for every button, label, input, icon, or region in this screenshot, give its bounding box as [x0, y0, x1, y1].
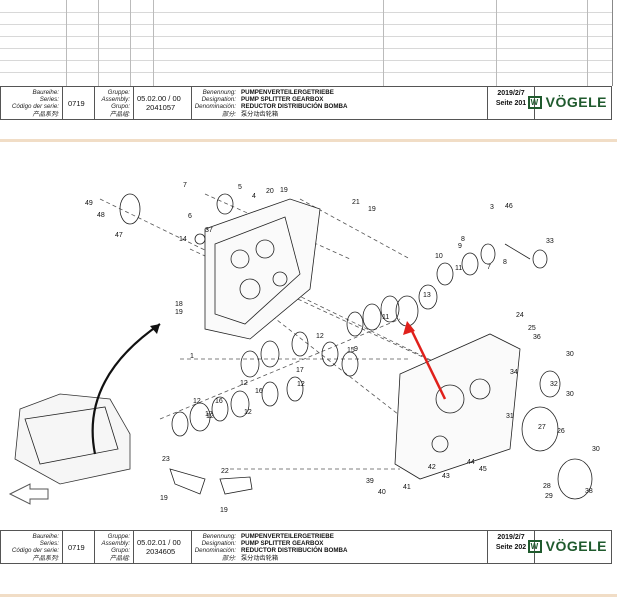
callout-number: 13 — [423, 292, 431, 299]
callout-number: 3 — [490, 204, 494, 211]
callout-number: 19 — [220, 507, 228, 514]
callout-number: 20 — [266, 188, 274, 195]
callout-number: 9 — [354, 346, 358, 353]
callout-number: 47 — [115, 232, 123, 239]
series-value: 0719 — [68, 543, 85, 552]
callout-number: 10 — [435, 253, 443, 260]
callout-number: 39 — [366, 478, 374, 485]
callout-number: 44 — [467, 459, 475, 466]
callout-number: 40 — [378, 489, 386, 496]
callout-number: 28 — [543, 483, 551, 490]
curved-arrow-icon — [91, 323, 161, 455]
title-block-sheet-202: Baureihe:Series:Código der serie:产品系列: 0… — [0, 530, 612, 564]
callout-number: 27 — [538, 424, 546, 431]
callout-number: 30 — [566, 351, 574, 358]
assembly-value: 05.02.01 / 00 — [137, 538, 181, 547]
callout-number: 37 — [205, 227, 213, 234]
callout-number: 48 — [97, 212, 105, 219]
callout-number: 34 — [510, 369, 518, 376]
callout-number: 25 — [528, 325, 536, 332]
callout-number: 23 — [162, 456, 170, 463]
page-number: Seite 202 — [495, 544, 527, 552]
callout-number: 5 — [238, 184, 242, 191]
callout-number: 4 — [252, 193, 256, 200]
callout-number: 45 — [479, 466, 487, 473]
callout-number: 19 — [175, 309, 183, 316]
page-separator — [0, 594, 617, 597]
page-number: Seite 201 — [495, 100, 527, 108]
callout-number: 33 — [546, 238, 554, 245]
date: 2019/2/7 — [497, 90, 525, 97]
group-number: 2034605 — [146, 547, 176, 556]
group-number: 2041057 — [146, 103, 176, 112]
callout-number: 12 — [193, 398, 201, 405]
callout-number: 12 — [206, 413, 214, 420]
callout-number: 30 — [592, 446, 600, 453]
callout-number: 8 — [503, 259, 507, 266]
callout-number: 19 — [160, 495, 168, 502]
callout-number: 38 — [585, 488, 593, 495]
callout-number: 22 — [221, 468, 229, 475]
callout-number: 7 — [487, 264, 491, 271]
callout-number: 9 — [458, 243, 462, 250]
callout-number: 30 — [566, 391, 574, 398]
callout-number: 15 — [347, 347, 355, 354]
callout-number: 12 — [297, 381, 305, 388]
callout-number: 24 — [516, 312, 524, 319]
callout-number: 18 — [175, 301, 183, 308]
assembly-value: 05.02.00 / 00 — [137, 94, 181, 103]
callout-number: 19 — [368, 206, 376, 213]
series-value: 0719 — [68, 99, 85, 108]
callout-number: 17 — [296, 367, 304, 374]
callout-number: 7 — [183, 182, 187, 189]
callout-number: 19 — [280, 187, 288, 194]
page-separator — [0, 139, 617, 142]
callout-number: 41 — [403, 484, 411, 491]
callout-number: 43 — [442, 473, 450, 480]
callout-number: 12 — [316, 333, 324, 340]
callout-number: 36 — [533, 334, 541, 341]
callout-number: 26 — [557, 428, 565, 435]
callout-number: 46 — [505, 203, 513, 210]
outline-arrow-icon — [8, 483, 49, 505]
callout-number: 1 — [190, 353, 194, 360]
callout-number: 12 — [240, 380, 248, 387]
callout-number: 21 — [352, 199, 360, 206]
callout-number: 42 — [428, 464, 436, 471]
callout-number: 11 — [455, 265, 462, 272]
date: 2019/2/7 — [497, 534, 525, 541]
callout-number: 29 — [545, 493, 553, 500]
parts-list-grid — [0, 0, 613, 86]
title-block-sheet-201: Baureihe:Series:Código der serie:产品系列: 0… — [0, 86, 612, 120]
callout-number: 49 — [85, 200, 93, 207]
callout-number: 12 — [244, 409, 252, 416]
callout-number: 6 — [188, 213, 192, 220]
callout-number: 14 — [179, 236, 187, 243]
callout-number: 16 — [255, 388, 263, 395]
pointer-arrow-icon — [408, 326, 447, 400]
callout-number: 31 — [506, 413, 514, 420]
callout-number: 17 — [205, 411, 213, 418]
callout-number: 16 — [215, 398, 223, 405]
callout-number: 8 — [461, 236, 465, 243]
callout-number: 32 — [550, 381, 558, 388]
callout-number: 11 — [382, 314, 389, 321]
